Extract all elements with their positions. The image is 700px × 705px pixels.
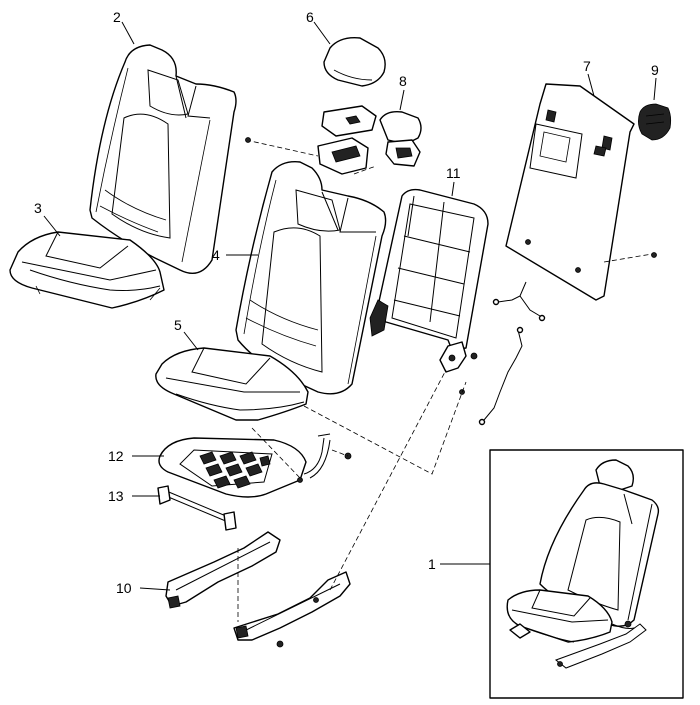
part-4-seat-back (235, 161, 387, 395)
part-6-head-restraint (323, 37, 386, 87)
part-9-knob (638, 103, 672, 141)
part-13-cross-bar (157, 485, 237, 531)
part-5-seat-cushion (155, 347, 309, 421)
callout-8: 8 (399, 73, 407, 89)
part-7-back-panel (505, 83, 657, 301)
callout-9: 9 (651, 62, 659, 78)
callout-12: 12 (108, 448, 124, 464)
callout-5: 5 (174, 317, 182, 333)
callout-7: 7 (583, 58, 591, 74)
leader-lines (43, 21, 657, 591)
part-8-release-handle (317, 105, 422, 175)
part-12-cushion-frame (158, 433, 352, 498)
part-11-seat-back-frame (369, 188, 489, 395)
callout-2: 2 (113, 9, 121, 25)
release-cables (478, 281, 546, 426)
part-10-seat-tracks (165, 531, 351, 648)
callout-3: 3 (34, 200, 42, 216)
part-2-seat-back-cover (89, 44, 237, 274)
inset-assembled-seat (489, 449, 684, 699)
callout-11: 11 (446, 165, 461, 181)
callout-13: 13 (108, 488, 124, 504)
callout-1: 1 (428, 556, 436, 572)
assembly-lines (237, 137, 653, 622)
callout-4: 4 (212, 247, 220, 263)
callout-10: 10 (116, 580, 132, 596)
callout-labels: 2 3 4 5 6 8 7 9 11 12 13 10 1 (34, 9, 659, 596)
callout-6: 6 (306, 9, 314, 25)
part-3-cushion-cover (9, 231, 165, 309)
